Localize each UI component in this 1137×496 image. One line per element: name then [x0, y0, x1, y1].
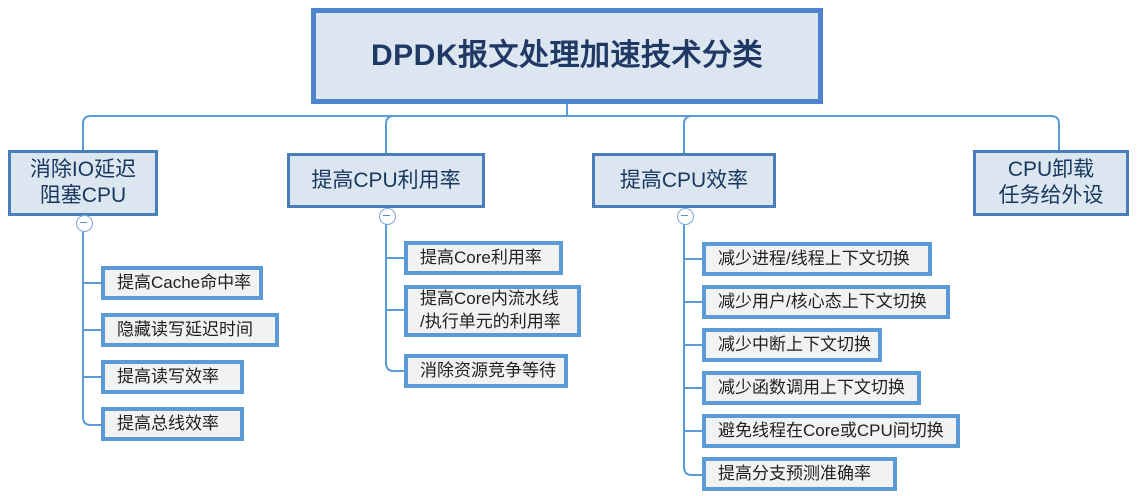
minus-circle-icon-branch-3[interactable]	[677, 208, 694, 225]
leaf-node-1-3[interactable]: 提高读写效率	[101, 360, 244, 394]
leaf-node-1-4[interactable]: 提高总线效率	[101, 407, 244, 441]
leaf-node-1-1[interactable]: 提高Cache命中率	[101, 266, 263, 300]
leaf-node-1-2[interactable]: 隐藏读写延迟时间	[101, 313, 279, 347]
leaf-node-3-3[interactable]: 减少中断上下文切换	[702, 328, 882, 362]
branch-node-1[interactable]: 消除IO延迟 阻塞CPU	[8, 150, 158, 216]
branch-node-4[interactable]: CPU卸载 任务给外设	[973, 150, 1129, 216]
branch-node-2[interactable]: 提高CPU利用率	[287, 153, 485, 208]
leaf-node-3-2[interactable]: 减少用户/核心态上下文切换	[702, 285, 950, 319]
minus-circle-icon-branch-1[interactable]	[76, 215, 93, 232]
leaf-node-3-5[interactable]: 避免线程在Core或CPU间切换	[702, 414, 960, 448]
leaf-node-2-3[interactable]: 消除资源竞争等待	[404, 354, 568, 388]
leaf-node-2-1[interactable]: 提高Core利用率	[404, 241, 563, 275]
branch-node-3[interactable]: 提高CPU效率	[592, 153, 776, 208]
leaf-node-3-4[interactable]: 减少函数调用上下文切换	[702, 371, 921, 405]
leaf-node-3-6[interactable]: 提高分支预测准确率	[702, 457, 897, 491]
leaf-node-2-2[interactable]: 提高Core内流水线 /执行单元的利用率	[404, 285, 581, 337]
minus-circle-icon-branch-2[interactable]	[379, 208, 396, 225]
root-node[interactable]: DPDK报文处理加速技术分类	[311, 8, 823, 104]
leaf-node-3-1[interactable]: 减少进程/线程上下文切换	[702, 242, 932, 276]
